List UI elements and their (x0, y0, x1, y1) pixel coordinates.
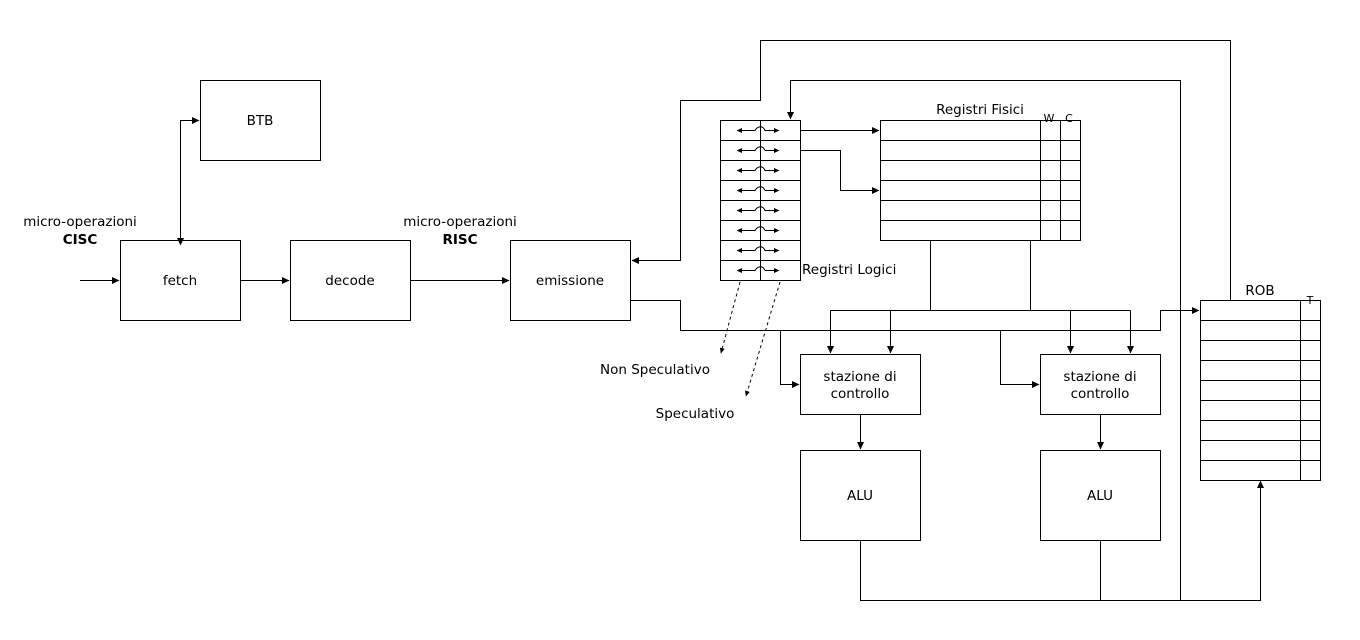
rs-left-label-line1: stazione di (823, 369, 896, 385)
decode-label: decode (325, 273, 374, 289)
non-speculative-pointer (719, 281, 741, 354)
physical-registers-title: Registri Fisici (936, 102, 1024, 118)
alu-right: ALU (1040, 450, 1161, 541)
speculative-pointer (745, 281, 781, 397)
reservation-station-right: stazione di controllo (1040, 354, 1161, 415)
reservation-station-left: stazione di controllo (800, 354, 921, 415)
logical-register-table (720, 120, 801, 281)
logical-register-pointer-6 (736, 226, 780, 233)
rs-right-label-line1: stazione di (1063, 369, 1136, 385)
rob-table (1200, 300, 1321, 481)
alu-right-label: ALU (1087, 488, 1113, 504)
decode-block: decode (290, 240, 411, 321)
logical-register-pointer-3 (736, 166, 780, 173)
speculative-label: Speculativo (656, 406, 735, 422)
logical-registers-title: Registri Logici (802, 262, 896, 278)
logical-register-pointer-7 (736, 246, 780, 253)
logical-register-pointer-1 (736, 126, 780, 133)
logical-register-pointers (736, 126, 780, 273)
btb-block: BTB (200, 80, 321, 161)
risc-label-line1: micro-operazioni (403, 214, 517, 230)
btb-label: BTB (247, 113, 274, 129)
rob-title: ROB (1245, 283, 1274, 299)
issue-block: emissione (510, 240, 631, 321)
logical-register-pointer-4 (736, 186, 780, 193)
fetch-label: fetch (163, 273, 197, 289)
rob-col-t: T (1306, 294, 1314, 307)
logical-register-pointer-5 (736, 206, 780, 213)
cisc-label-line1: micro-operazioni (23, 214, 137, 230)
logical-register-pointer-8 (736, 266, 780, 273)
physical-col-c: C (1065, 112, 1073, 125)
cisc-label-line2: CISC (63, 232, 98, 248)
alu-left: ALU (800, 450, 921, 541)
logical-register-pointer-2 (736, 146, 780, 153)
alu-left-label: ALU (847, 488, 873, 504)
physical-col-w: W (1044, 112, 1055, 125)
risc-label-line2: RISC (442, 232, 477, 248)
physical-register-table (880, 120, 1081, 241)
rs-left-label-line2: controllo (831, 386, 890, 402)
rob-feedback-loop (631, 40, 1231, 300)
fetch-block: fetch (120, 240, 241, 321)
non-speculative-label: Non Speculativo (600, 362, 710, 378)
map-arrow-2 (800, 150, 880, 194)
fetch-btb-arrow (177, 117, 200, 246)
result-bus (787, 80, 1264, 601)
rs-right-label-line2: controllo (1071, 386, 1130, 402)
issue-bus (630, 300, 1200, 388)
operand-bus (827, 240, 1134, 354)
issue-label: emissione (536, 273, 604, 289)
